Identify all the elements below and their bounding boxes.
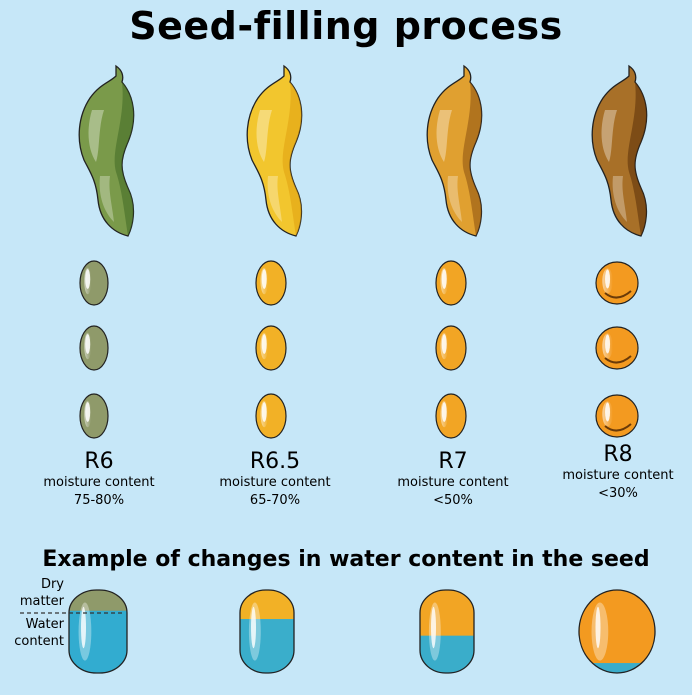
stage-r6-5-label: R6.5 moisture content 65-70%: [200, 450, 350, 510]
seed: [595, 261, 639, 305]
water-fill: [579, 663, 655, 673]
seed: [79, 260, 109, 306]
seed: [595, 394, 639, 438]
seed: [435, 393, 467, 439]
pod-r7: [426, 64, 483, 237]
water-fill: [240, 619, 294, 673]
water-seed-r6: [68, 589, 128, 674]
stage-r8-label: R8 moisture content <30%: [543, 443, 692, 503]
stage-r6-label: R6 moisture content 75-80%: [24, 450, 174, 510]
seed: [79, 325, 109, 371]
seed: [255, 260, 287, 306]
water-seed-r8: [578, 589, 656, 674]
moisture-range: <30%: [598, 486, 638, 501]
stage-code: R6.5: [249, 449, 301, 474]
water-fill: [69, 610, 127, 673]
seed: [79, 393, 109, 439]
stage-r7-label: R7 moisture content <50%: [378, 450, 528, 510]
moisture-range: 65-70%: [249, 493, 301, 508]
moisture-label: moisture content: [43, 475, 155, 490]
moisture-label: moisture content: [562, 468, 674, 483]
pod-r6-5: [246, 64, 303, 237]
moisture-range: <50%: [433, 493, 473, 508]
seed: [435, 325, 467, 371]
stage-code: R7: [438, 449, 468, 474]
water-seed-r6-5: [239, 589, 295, 674]
seed: [435, 260, 467, 306]
page-title: Seed-filling process: [129, 4, 563, 48]
moisture-range: 75-80%: [73, 493, 125, 508]
seed: [255, 393, 287, 439]
water-content-label: Water content: [14, 617, 64, 649]
pod-r6: [78, 64, 135, 237]
moisture-label: moisture content: [397, 475, 509, 490]
seed: [595, 326, 639, 370]
moisture-label: moisture content: [219, 475, 331, 490]
water-seed-r7: [419, 589, 475, 674]
pod-r8: [591, 64, 648, 237]
stage-code: R6: [84, 449, 114, 474]
dry-matter-label: Dry matter: [19, 577, 64, 609]
water-section-title: Example of changes in water content in t…: [42, 547, 650, 572]
stage-code: R8: [603, 442, 633, 467]
seed: [255, 325, 287, 371]
